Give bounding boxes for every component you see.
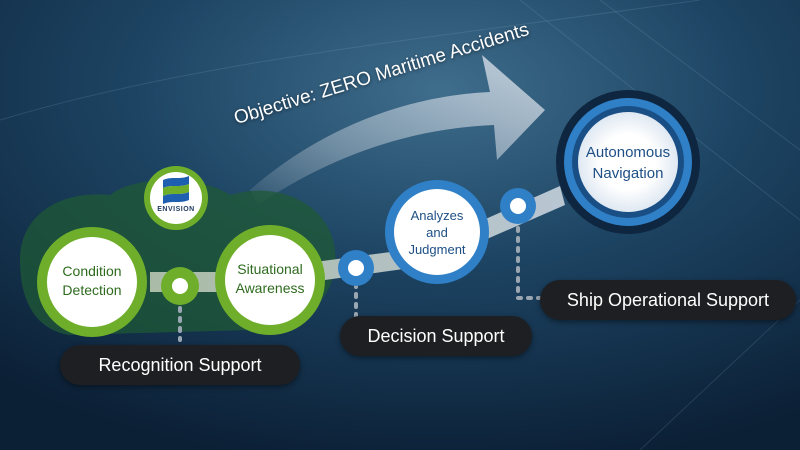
logo-text: ENVISION [157, 206, 195, 213]
analyzes-judgment-line1: Analyzes [410, 208, 464, 223]
situational-awareness-label: Situational Awareness [226, 260, 314, 298]
objective-arrow [250, 55, 545, 205]
analyzes-judgment-disc [394, 189, 480, 275]
situational-awareness-line2: Awareness [235, 280, 305, 296]
condition-detection-label: Condition Detection [52, 262, 132, 300]
recognition-support-pill: Recognition Support [60, 345, 300, 385]
condition-detection-disc [47, 237, 137, 327]
envision-flag-icon [163, 176, 189, 204]
dotted-leaders [178, 226, 542, 342]
autonomous-navigation-label: Autonomous Navigation [578, 142, 678, 184]
decision-connector-dot [348, 260, 364, 276]
recognition-connector-dot [172, 278, 188, 294]
situational-awareness-disc [225, 235, 315, 325]
autonomous-navigation-disc [578, 112, 678, 212]
ship-operational-support-pill: Ship Operational Support [540, 280, 796, 320]
analyzes-judgment-label: Analyzes and Judgment [397, 207, 477, 258]
situational-awareness-line1: Situational [237, 261, 303, 277]
autonomous-navigation-line1: Autonomous [585, 144, 671, 161]
analyzes-judgment-line3: Judgment [408, 242, 466, 257]
condition-detection-line1: Condition [62, 263, 122, 279]
operational-connector-dot [510, 198, 526, 214]
analyzes-judgment-line2: and [426, 225, 448, 240]
condition-detection-line2: Detection [62, 282, 122, 298]
autonomous-navigation-line2: Navigation [592, 165, 664, 182]
decision-support-pill: Decision Support [340, 316, 532, 356]
